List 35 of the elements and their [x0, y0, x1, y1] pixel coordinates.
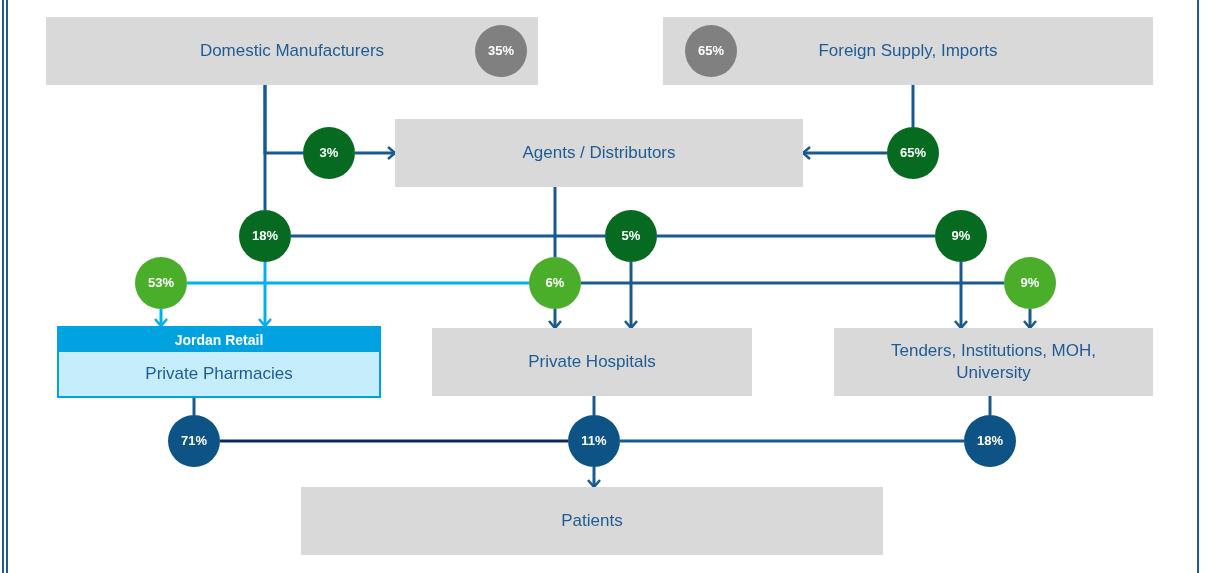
- process-box: [395, 119, 803, 187]
- arrow: [586, 467, 602, 489]
- connector-line: [192, 398, 196, 415]
- process-box: [663, 17, 1153, 85]
- retail-box: [57, 326, 381, 398]
- connector-line: [620, 439, 964, 443]
- connector-line: [988, 396, 992, 415]
- box-label: Tenders, Institutions, MOH, University: [890, 340, 1097, 384]
- box-label: Domestic Manufacturers: [198, 40, 386, 62]
- arrow: [1022, 309, 1038, 330]
- connector-line: [911, 85, 915, 127]
- box-label: Agents / Distributors: [521, 142, 677, 164]
- connector-line: [581, 281, 1004, 285]
- arrow: [355, 145, 397, 161]
- header-band: Jordan Retail: [59, 328, 379, 352]
- box-label: Private Hospitals: [527, 351, 657, 373]
- arrow: [547, 309, 563, 330]
- box-label: Foreign Supply, Imports: [817, 40, 999, 62]
- process-box: [834, 328, 1153, 396]
- process-box: [432, 328, 752, 396]
- arrow: [257, 262, 273, 328]
- box-label: Private Pharmacies: [144, 363, 294, 386]
- connector-line: [263, 85, 303, 155]
- connector-line: [553, 187, 557, 257]
- arrow: [953, 262, 969, 330]
- connector-line: [187, 281, 529, 285]
- connector-line: [291, 234, 605, 238]
- arrow: [153, 309, 169, 328]
- process-box: [301, 487, 883, 555]
- process-box: [46, 17, 538, 85]
- arrow: [623, 262, 639, 330]
- connector-line: [592, 396, 596, 415]
- box-label: Patients: [560, 510, 624, 532]
- connector-line: [657, 234, 935, 238]
- connector-line: [220, 439, 568, 443]
